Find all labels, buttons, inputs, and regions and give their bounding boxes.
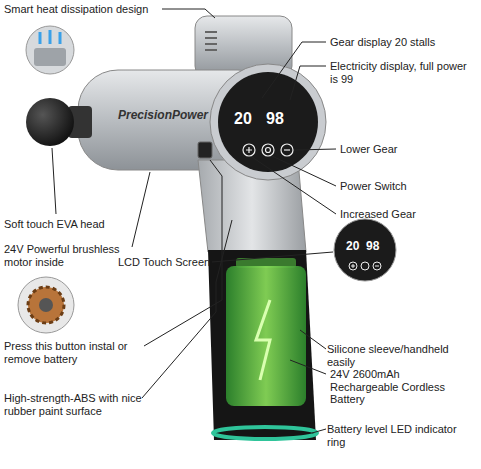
battery-readout: 98 (366, 240, 379, 254)
motor-coils (28, 287, 64, 323)
battery-readout: 98 (266, 110, 284, 128)
bolt-symbol (256, 300, 270, 380)
minus-button (373, 262, 381, 270)
minus-sign (375, 266, 379, 267)
leader-line (290, 66, 326, 100)
plus-sign (351, 264, 355, 268)
leader-line (212, 252, 333, 262)
battery-cell (226, 266, 306, 406)
leader-line (294, 149, 336, 150)
callout-label: Soft touch EVA head (4, 218, 105, 231)
motor-inset (18, 277, 74, 333)
front-face-rim (210, 64, 326, 180)
callout-label: 24V Powerful brushless motor inside (4, 243, 132, 268)
plus-button (243, 144, 255, 156)
leader-line (312, 429, 326, 433)
plus-sign (246, 147, 252, 153)
battery-release-button (198, 142, 212, 158)
plus-button (349, 262, 357, 270)
callout-label: 24V 2600mAh Rechargeable Cordless Batter… (330, 368, 470, 406)
lcd-inset (334, 219, 396, 281)
inset-buttons (349, 262, 381, 270)
callout-label: Increased Gear (340, 208, 416, 221)
callout-label: High-strength-ABS with nice rubber paint… (4, 392, 142, 417)
callout-label: Lower Gear (340, 143, 397, 156)
callout-label: Power Switch (340, 180, 407, 193)
power-dot (266, 148, 271, 153)
leader-line (290, 360, 326, 374)
heat-dissipation-inset (26, 26, 74, 74)
leader-line (272, 156, 336, 186)
touch-buttons (243, 144, 293, 156)
callout-label: Smart heat dissipation design (4, 3, 148, 16)
inset-circle (18, 277, 74, 333)
leader-line (52, 148, 56, 214)
led-ring (213, 427, 317, 439)
silicone-sleeve (208, 250, 316, 440)
motor-shaft (39, 298, 53, 312)
power-button (361, 262, 369, 270)
callout-label: Gear display 20 stalls (330, 36, 435, 49)
inset-circle (26, 26, 74, 74)
callout-label: Electricity display, full power is 99 (330, 60, 475, 85)
gear-readout: 20 (234, 110, 252, 128)
airflow-arrows (40, 30, 60, 44)
leader-line (300, 330, 326, 349)
callout-label: Battery level LED indicator ring (327, 423, 477, 448)
leader-line (252, 157, 336, 214)
gear-readout: 20 (346, 240, 359, 254)
fan-block (34, 48, 66, 66)
power-button (262, 144, 274, 156)
leader-line (262, 42, 326, 98)
lcd-face (218, 72, 318, 172)
leader-line (142, 220, 232, 398)
minus-sign (284, 149, 290, 150)
brand-logo: PrecisionPower (118, 109, 208, 123)
eva-head (26, 98, 74, 146)
callout-label: LCD Touch Screen (118, 256, 210, 269)
callout-label: Silicone sleeve/handheld easily (327, 343, 477, 368)
vent-slots (205, 32, 217, 50)
callout-label: Press this button instal or remove batte… (4, 340, 144, 365)
leader-line (132, 172, 150, 247)
leader-line (162, 9, 215, 18)
minus-button (281, 144, 293, 156)
